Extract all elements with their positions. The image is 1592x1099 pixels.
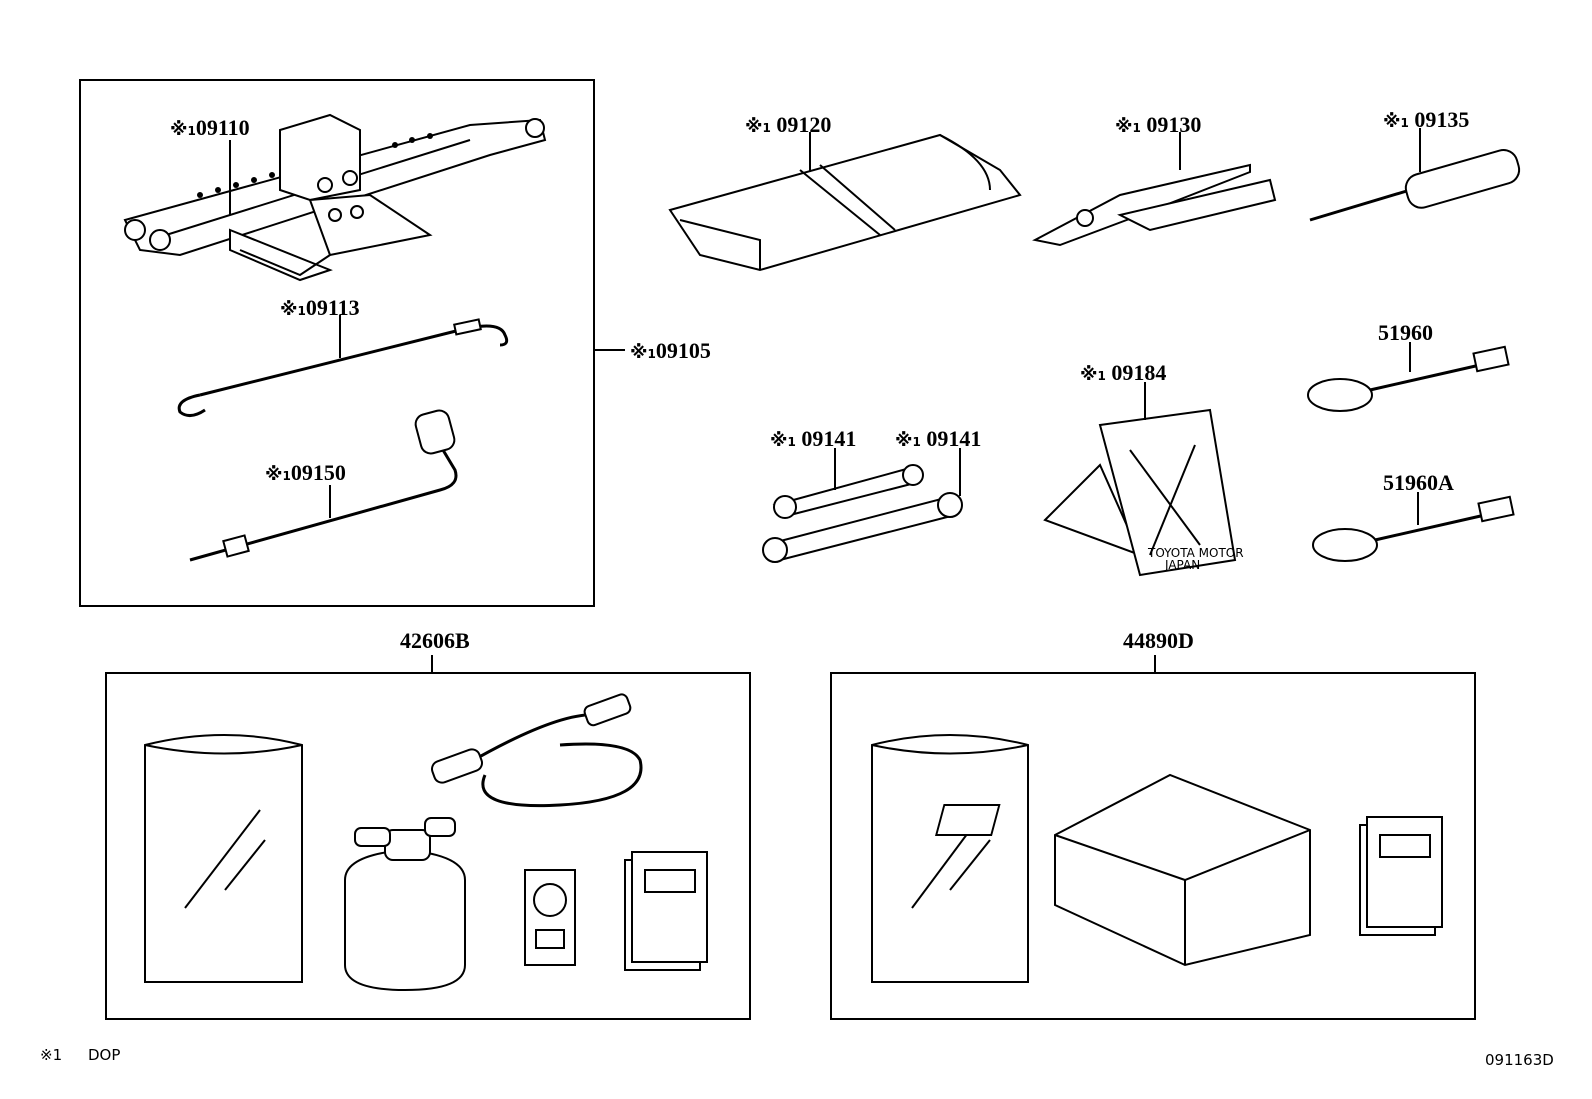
label-spanner-b[interactable]: ※1 09141 [895, 426, 981, 451]
label-compressor-kit[interactable]: 44890D [1123, 628, 1194, 653]
towing-eye-a-drawing [1312, 495, 1515, 562]
spanner-drawing [762, 464, 963, 563]
label-wheel-chock[interactable]: ※1 09184 [1080, 360, 1166, 385]
tool-bag-drawing [668, 133, 1022, 272]
wheel-chock-drawing: TOYOTA MOTOR JAPAN [1043, 408, 1244, 577]
svg-text:JAPAN: JAPAN [1164, 558, 1200, 572]
jack-handle-drawing [177, 318, 509, 417]
label-jack[interactable]: ※109110 [170, 115, 250, 140]
label-jack-handle[interactable]: ※109113 [280, 295, 360, 320]
svg-text:TOYOTA MOTOR: TOYOTA MOTOR [1147, 546, 1244, 560]
label-towing-eye[interactable]: 51960 [1378, 320, 1433, 345]
sticker-drawing [524, 869, 576, 966]
compressor-manual-drawing [1359, 816, 1443, 936]
label-tool-bag[interactable]: ※1 09120 [745, 112, 831, 137]
label-towing-eye-a[interactable]: 51960A [1383, 470, 1454, 495]
towing-eye-drawing [1307, 345, 1510, 412]
label-tool-set[interactable]: ※109105 [630, 338, 711, 363]
label-pliers[interactable]: ※1 09130 [1115, 112, 1201, 137]
sealant-bottle-drawing [344, 817, 466, 992]
compressor-kit-box [830, 672, 1476, 1020]
inflator-hose-drawing [430, 693, 643, 808]
label-repair-kit[interactable]: 42606B [400, 628, 470, 653]
air-compressor-drawing [934, 773, 1311, 967]
label-screwdriver[interactable]: ※1 09135 [1383, 107, 1469, 132]
scissor-jack-drawing [123, 113, 547, 282]
repair-kit-bag-drawing [144, 734, 303, 983]
screwdriver-drawing [1309, 148, 1521, 222]
footnote-dop: DOP [88, 1046, 120, 1064]
pliers-drawing [1032, 163, 1277, 247]
lug-wrench-drawing [189, 409, 458, 562]
tool-set-box [79, 79, 595, 607]
diagram-code: 091163D [1485, 1051, 1554, 1069]
repair-kit-box [105, 672, 751, 1020]
manual-drawing [624, 851, 708, 971]
label-spanner-a[interactable]: ※1 09141 [770, 426, 856, 451]
compressor-bag-drawing [871, 734, 1029, 983]
footnote-marker: ※1 [40, 1046, 62, 1064]
label-lug-wrench[interactable]: ※109150 [265, 460, 346, 485]
